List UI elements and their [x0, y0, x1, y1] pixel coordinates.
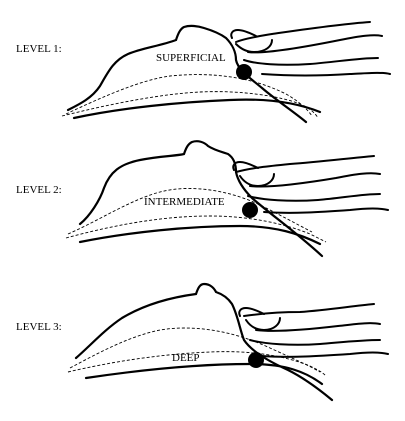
level-3-hand-icon [238, 303, 389, 358]
level-1-dashed-layer-lower [61, 91, 319, 119]
level-1-dashed-layer-upper [65, 74, 313, 117]
level-3-dashed-layer-upper [69, 327, 321, 373]
level-2-chest-wall [78, 224, 322, 246]
level-2-dashed-layer-upper [67, 188, 313, 235]
level-3-fingertip-pressure-dot [248, 352, 264, 368]
level-1-label: LEVEL 1: [16, 43, 62, 55]
level-1-fingertip-pressure-dot [236, 64, 252, 80]
panel-level-2: LEVEL 2: INTERMEDIATE [16, 140, 389, 258]
level-3-chest-wall [84, 362, 324, 386]
level-2-fingertip-pressure-dot [242, 202, 258, 218]
level-2-hand-icon [232, 155, 389, 214]
level-3-depth-label: DEEP [172, 352, 200, 364]
level-3-dashed-layer-lower [67, 351, 327, 377]
panel-level-1: LEVEL 1: SUPERFICIAL [16, 21, 391, 124]
level-2-outer-contour [78, 140, 324, 258]
level-3-label: LEVEL 3: [16, 321, 62, 333]
level-1-depth-label: SUPERFICIAL [156, 52, 226, 64]
level-3-outer-contour [74, 282, 334, 402]
level-2-depth-label: INTERMEDIATE [144, 196, 225, 208]
panel-level-3: LEVEL 3: DEEP [16, 282, 389, 402]
level-1-chest-wall [72, 98, 322, 120]
level-1-hand-icon [230, 21, 391, 77]
level-2-label: LEVEL 2: [16, 184, 62, 196]
level-2-dashed-layer-lower [65, 215, 327, 243]
